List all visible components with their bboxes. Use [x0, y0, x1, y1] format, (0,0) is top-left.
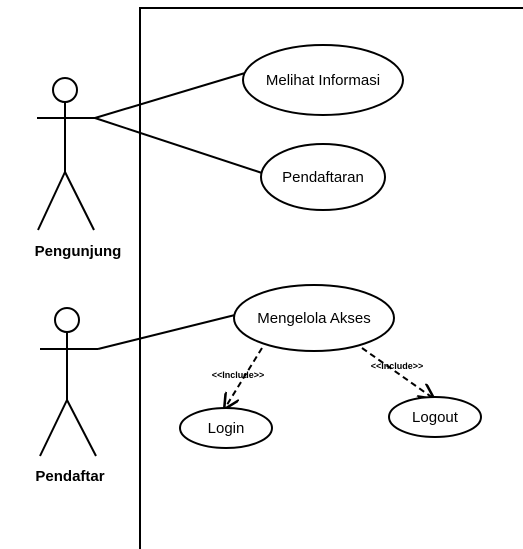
actor-left-leg	[39, 399, 68, 457]
actor-head	[52, 77, 78, 103]
actor-right-leg	[66, 399, 97, 457]
actor-label: Pengunjung	[35, 243, 122, 260]
use-case-label: Logout	[412, 409, 459, 426]
use-case-label: Mengelola Akses	[257, 310, 370, 327]
use-case-melihat-informasi: Melihat Informasi	[242, 44, 404, 116]
use-case-mengelola-akses: Mengelola Akses	[233, 284, 395, 352]
association-pengunjung-pendaftaran	[94, 117, 263, 174]
use-case-logout: Logout	[388, 396, 482, 438]
system-boundary	[139, 7, 523, 549]
association-pengunjung-melihat-informasi	[94, 72, 246, 119]
use-case-label: Melihat Informasi	[266, 72, 380, 89]
actor-left-leg	[37, 171, 66, 231]
include-arrow-logout	[361, 347, 433, 398]
use-case-pendaftaran: Pendaftaran	[260, 143, 386, 211]
actor-pendaftar: Pendaftar	[35, 307, 105, 485]
actor-label: Pendaftar	[35, 468, 104, 485]
actor-pengunjung: Pengunjung	[35, 77, 122, 260]
association-pendaftar-mengelola-akses	[97, 314, 236, 350]
include-label-login: <<Include>>	[212, 370, 265, 380]
use-case-label: Login	[208, 420, 245, 437]
include-arrow-login	[225, 347, 263, 408]
actor-right-leg	[64, 171, 95, 231]
use-case-login: Login	[179, 407, 273, 449]
use-case-label: Pendaftaran	[282, 169, 364, 186]
include-label-logout: <<Include>>	[371, 361, 424, 371]
actor-head	[54, 307, 80, 333]
